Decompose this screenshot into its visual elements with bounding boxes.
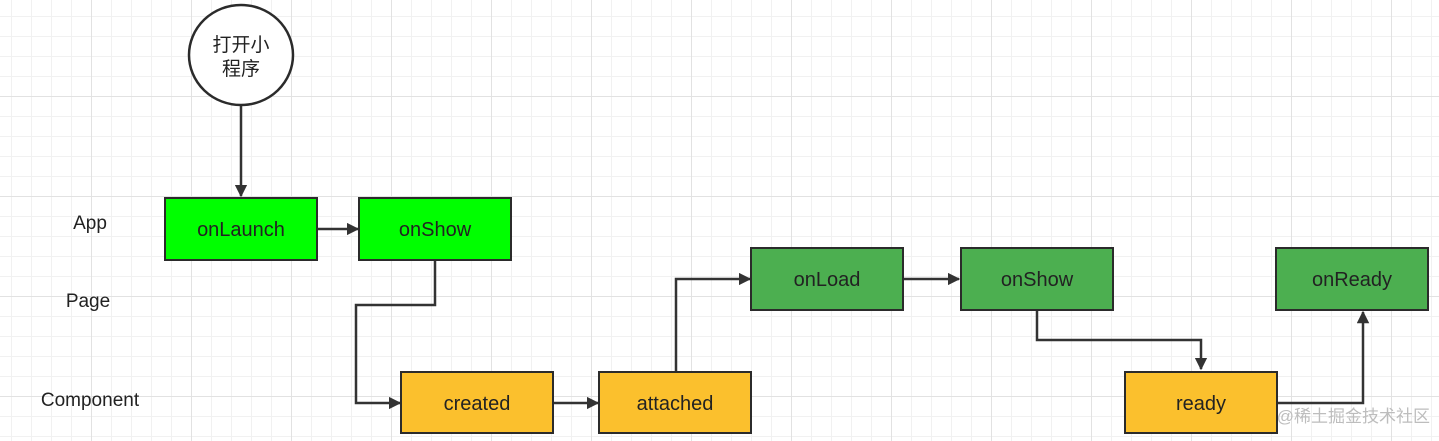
lane-label-app: App [73, 213, 107, 234]
start-node-label-line1: 打开小 [212, 34, 269, 56]
start-node-label-line2: 程序 [222, 58, 260, 80]
start-node-open-miniprogram: 打开小 程序 [187, 3, 295, 107]
lane-label-component: Component [41, 390, 140, 411]
node-page-onshow: onShow [960, 247, 1114, 311]
edge-ready-to-onready [1277, 310, 1370, 405]
watermark-text: @稀土掘金技术社区 [1277, 407, 1430, 426]
node-page-onload-label: onLoad [794, 269, 861, 291]
node-app-onlaunch-label: onLaunch [197, 219, 285, 241]
node-component-attached-label: attached [637, 393, 714, 415]
node-component-ready: ready [1124, 371, 1278, 434]
node-page-onshow-label: onShow [1001, 269, 1074, 291]
node-page-onload: onLoad [750, 247, 904, 311]
node-page-onready-label: onReady [1312, 269, 1392, 291]
edge-app-onshow-to-created [354, 260, 437, 410]
edge-page-onshow-to-ready [1035, 310, 1208, 371]
node-app-onlaunch: onLaunch [164, 197, 318, 261]
node-component-created-label: created [444, 393, 511, 415]
node-component-created: created [400, 371, 554, 434]
edge-attached-to-onload [674, 272, 752, 371]
node-component-ready-label: ready [1176, 393, 1226, 415]
lane-label-page: Page [66, 291, 110, 312]
node-page-onready: onReady [1275, 247, 1429, 311]
node-app-onshow: onShow [358, 197, 512, 261]
node-app-onshow-label: onShow [399, 219, 472, 241]
node-component-attached: attached [598, 371, 752, 434]
